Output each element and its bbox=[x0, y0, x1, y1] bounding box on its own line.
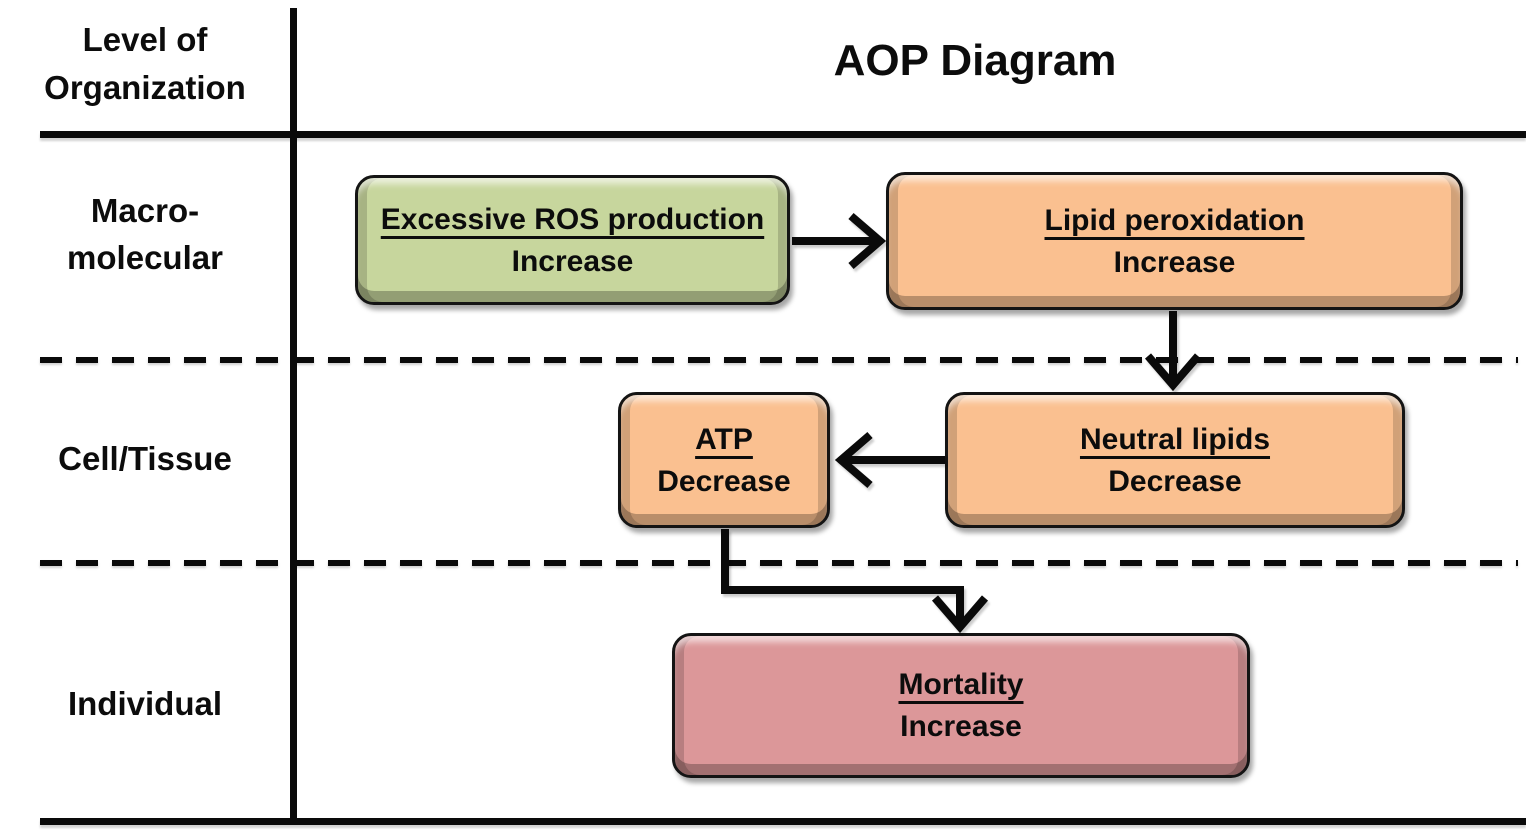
node-title: Neutral lipids bbox=[1079, 422, 1271, 456]
node-direction: Increase bbox=[1113, 245, 1236, 279]
arrow-neutral-lipids-to-atp-icon bbox=[834, 431, 945, 489]
node-direction: Decrease bbox=[657, 464, 791, 498]
header-divider-line bbox=[40, 131, 1526, 138]
node-lipid-peroxidation: Lipid peroxidation Increase bbox=[886, 172, 1463, 310]
node-title: Excessive ROS production bbox=[380, 202, 765, 236]
arrow-atp-to-mortality-icon bbox=[721, 529, 989, 634]
node-neutral-lipids: Neutral lipids Decrease bbox=[945, 392, 1405, 528]
node-direction: Increase bbox=[511, 244, 634, 278]
node-direction: Increase bbox=[900, 710, 1022, 743]
row-divider-dashed-1 bbox=[40, 357, 1518, 363]
level-of-organization-header: Level of Organization bbox=[0, 16, 290, 112]
node-direction: Decrease bbox=[1108, 464, 1242, 498]
bottom-border-line bbox=[40, 818, 1526, 825]
corner-label-line2: Organization bbox=[44, 68, 246, 106]
node-title: Lipid peroxidation bbox=[1044, 203, 1305, 237]
row-label-macromolecular: Macro- molecular bbox=[67, 192, 223, 276]
arrow-ros-to-lipid-icon bbox=[792, 212, 887, 270]
row-label-individual: Individual bbox=[67, 685, 222, 722]
page-title: AOP Diagram bbox=[833, 36, 1117, 85]
column-divider-line bbox=[290, 8, 297, 823]
arrow-lipid-to-neutral-lipids-icon bbox=[1144, 311, 1202, 392]
node-title: Mortality bbox=[898, 668, 1024, 701]
node-atp: ATP Decrease bbox=[618, 392, 830, 528]
node-title: ATP bbox=[695, 422, 753, 456]
node-mortality: Mortality Increase bbox=[672, 633, 1250, 778]
node-excessive-ros-production: Excessive ROS production Increase bbox=[355, 175, 790, 305]
row-label-cell-tissue: Cell/Tissue bbox=[58, 440, 232, 477]
corner-label-line1: Level of bbox=[82, 21, 208, 58]
row-divider-dashed-2 bbox=[40, 560, 1518, 566]
